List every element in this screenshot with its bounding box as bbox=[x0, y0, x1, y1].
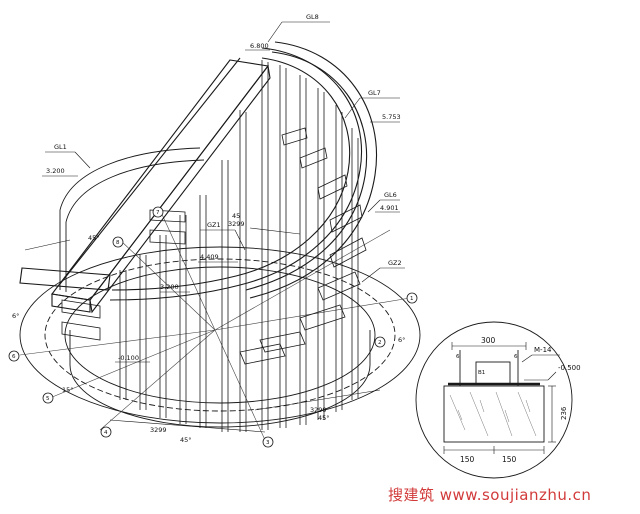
dim-15deg: 15° bbox=[62, 386, 74, 394]
dim-45: 45 bbox=[232, 212, 240, 220]
detail-embed: M-14 bbox=[534, 346, 552, 354]
elev-6800: 6.800 bbox=[250, 42, 269, 50]
dim-45deg-a: 45° bbox=[180, 436, 192, 444]
label-gl1: GL1 bbox=[54, 143, 67, 151]
spiral-beams bbox=[109, 41, 377, 301]
axis-mark-4: 4 bbox=[104, 430, 108, 436]
axis-mark-3: 3 bbox=[266, 440, 270, 446]
detail-half-left: 150 bbox=[460, 455, 475, 464]
detail-bolt-mark-right: 6 bbox=[514, 354, 518, 360]
dimension-chords bbox=[24, 227, 381, 433]
base-ellipse-outer bbox=[19, 246, 421, 424]
label-gz2: GZ2 bbox=[388, 259, 402, 267]
axis-mark-8: 8 bbox=[116, 240, 120, 246]
label-gl6: GL6 bbox=[384, 191, 397, 199]
detail-arrow-label: B1 bbox=[478, 370, 485, 376]
detail-hatch bbox=[449, 391, 537, 437]
detail-width: 300 bbox=[481, 336, 496, 345]
detail-half-right: 150 bbox=[502, 455, 517, 464]
detail-elevation: -0.500 bbox=[558, 364, 581, 372]
dim-3299-right: 3299 bbox=[310, 406, 327, 414]
axis-markers bbox=[8, 206, 418, 448]
stair-treads bbox=[61, 127, 367, 365]
dim-3299-top: 3299 bbox=[228, 220, 245, 228]
base-ellipse-mid bbox=[44, 258, 396, 412]
dim-6deg-a: 6° bbox=[12, 312, 19, 320]
stringer-gl1 bbox=[19, 57, 271, 314]
watermark: 搜建筑 www.soujianzhu.cn bbox=[388, 486, 592, 504]
columns bbox=[119, 60, 359, 432]
elev-4901: 4.901 bbox=[380, 204, 399, 212]
axis-mark-7: 7 bbox=[156, 210, 160, 216]
axis-mark-2: 2 bbox=[378, 340, 382, 346]
label-gz1: GZ1 bbox=[207, 221, 221, 229]
base-ellipse-inner bbox=[64, 266, 376, 404]
dim-45deg-c: 45° bbox=[88, 234, 100, 242]
dim-45deg-b: 45° bbox=[318, 414, 330, 422]
elev-4409: 4.409 bbox=[200, 253, 219, 261]
base-cylinder-front bbox=[69, 330, 371, 428]
dim-6deg-b: 6° bbox=[398, 336, 405, 344]
label-gl8: GL8 bbox=[306, 13, 319, 21]
detail-callout-circle bbox=[415, 321, 573, 479]
upper-ring bbox=[59, 147, 205, 292]
detail-plinth bbox=[443, 385, 545, 443]
axis-mark-1: 1 bbox=[410, 296, 414, 302]
detail-tube bbox=[475, 361, 511, 385]
detail-depth: 236 bbox=[560, 406, 568, 420]
leader-lines bbox=[42, 21, 405, 363]
dim-3299-bottom: 3299 bbox=[150, 426, 167, 434]
label-gl7: GL7 bbox=[368, 89, 381, 97]
elev-5753: 5.753 bbox=[382, 113, 401, 121]
axis-mark-5: 5 bbox=[46, 396, 50, 402]
elev-3200-mid: 3.200 bbox=[160, 283, 179, 291]
detail-dim-lines bbox=[443, 342, 560, 454]
detail-bolt-mark-left: 6 bbox=[456, 354, 460, 360]
elev-3200-left: 3.200 bbox=[46, 167, 65, 175]
elev-minus0100: -0.100 bbox=[118, 354, 139, 362]
axis-mark-6: 6 bbox=[12, 354, 16, 360]
